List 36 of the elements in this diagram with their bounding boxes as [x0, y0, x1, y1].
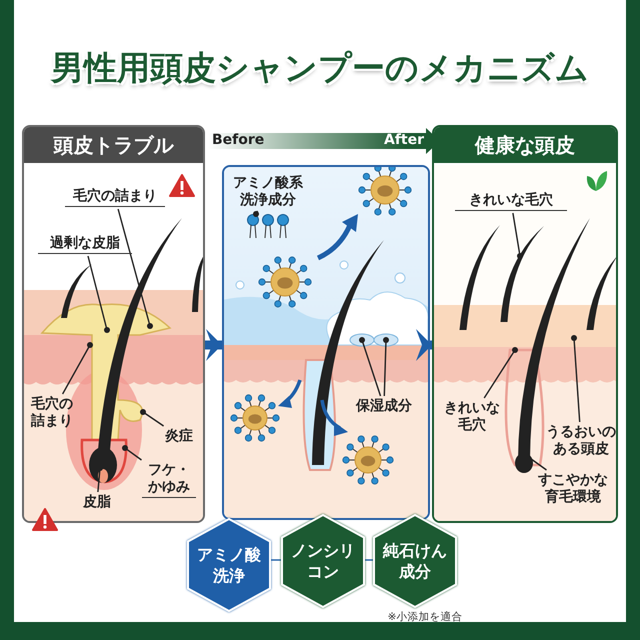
- panel-heading: 健康な頭皮: [434, 127, 616, 163]
- arrow-label: Before: [212, 131, 264, 149]
- callout-label: きれいな毛穴: [440, 400, 504, 434]
- leader-line: [512, 212, 523, 259]
- leader-line: [87, 256, 110, 333]
- hexagon-badge: 純石けん成分: [373, 514, 457, 608]
- connector-line: [271, 559, 281, 561]
- callout-label: 保湿成分: [352, 398, 416, 415]
- leader-line: [383, 337, 389, 396]
- arrow: [205, 329, 222, 361]
- leader-line: [140, 409, 164, 427]
- hexagon-badge: アミノ酸洗浄: [187, 518, 271, 612]
- callout-label: すこやかな育毛環境: [535, 472, 611, 506]
- arrow-label: After: [384, 131, 424, 149]
- panel-heading: 頭皮トラブル: [24, 127, 203, 163]
- callout-label: アミノ酸系洗浄成分: [230, 175, 306, 209]
- leader-line: [484, 347, 518, 398]
- leader-line: [117, 208, 153, 329]
- leader-line: [122, 445, 142, 461]
- callout-label: 炎症: [160, 428, 198, 445]
- leader-line: [571, 335, 580, 422]
- callout-label: 皮脂: [78, 494, 116, 511]
- callout-label: うるおいのある頭皮: [543, 424, 616, 458]
- title: 男性用頭皮シャンプーのメカニズム: [50, 47, 590, 89]
- hexagon-badge: ノンシリコン: [281, 514, 365, 608]
- leader-line: [62, 342, 93, 394]
- leader-line: [359, 337, 382, 396]
- arrow: [416, 329, 432, 361]
- callout-label: きれいな毛穴: [455, 192, 567, 211]
- callout-label: フケ・かゆみ: [142, 462, 196, 498]
- callout-label: 毛穴の詰まり: [27, 396, 77, 430]
- note-text: ※小添加を適合: [386, 610, 464, 624]
- leader-line: [253, 210, 259, 217]
- callout-label: 毛穴の詰まり: [65, 188, 165, 207]
- connector-line: [365, 559, 373, 561]
- callout-label: 過剰な皮脂: [38, 235, 132, 254]
